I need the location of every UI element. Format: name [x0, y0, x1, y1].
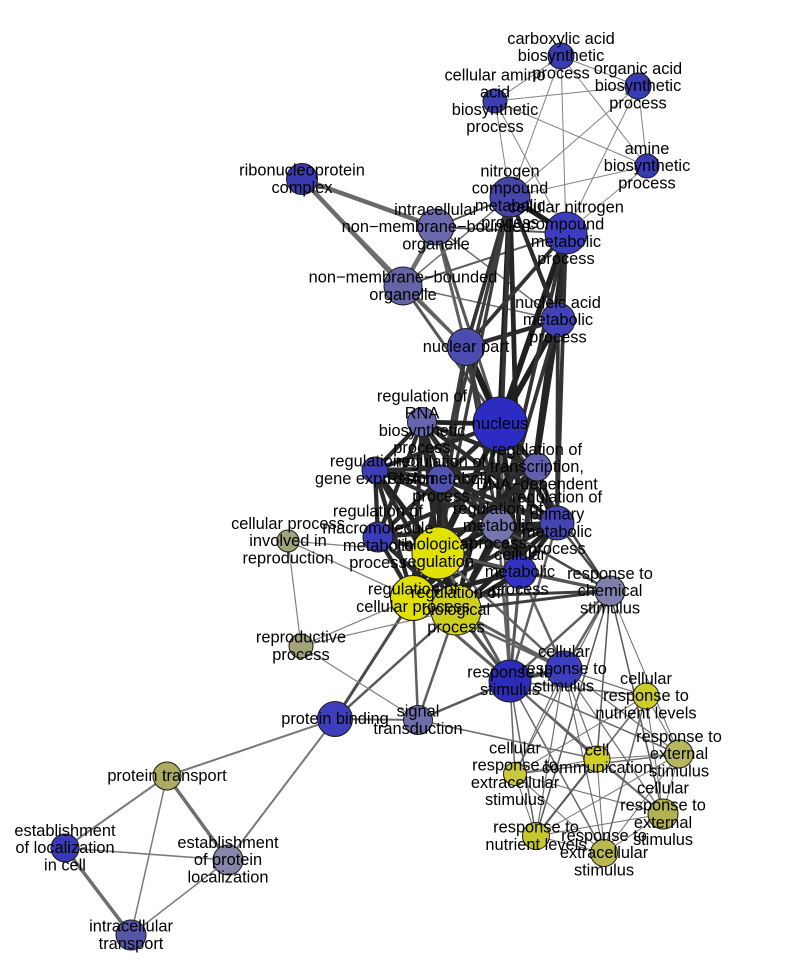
svg-text:protein transport: protein transport	[107, 767, 227, 785]
svg-text:nuclear part: nuclear part	[423, 338, 510, 356]
svg-text:protein binding: protein binding	[281, 710, 389, 728]
svg-text:nucleus: nucleus	[472, 415, 529, 433]
